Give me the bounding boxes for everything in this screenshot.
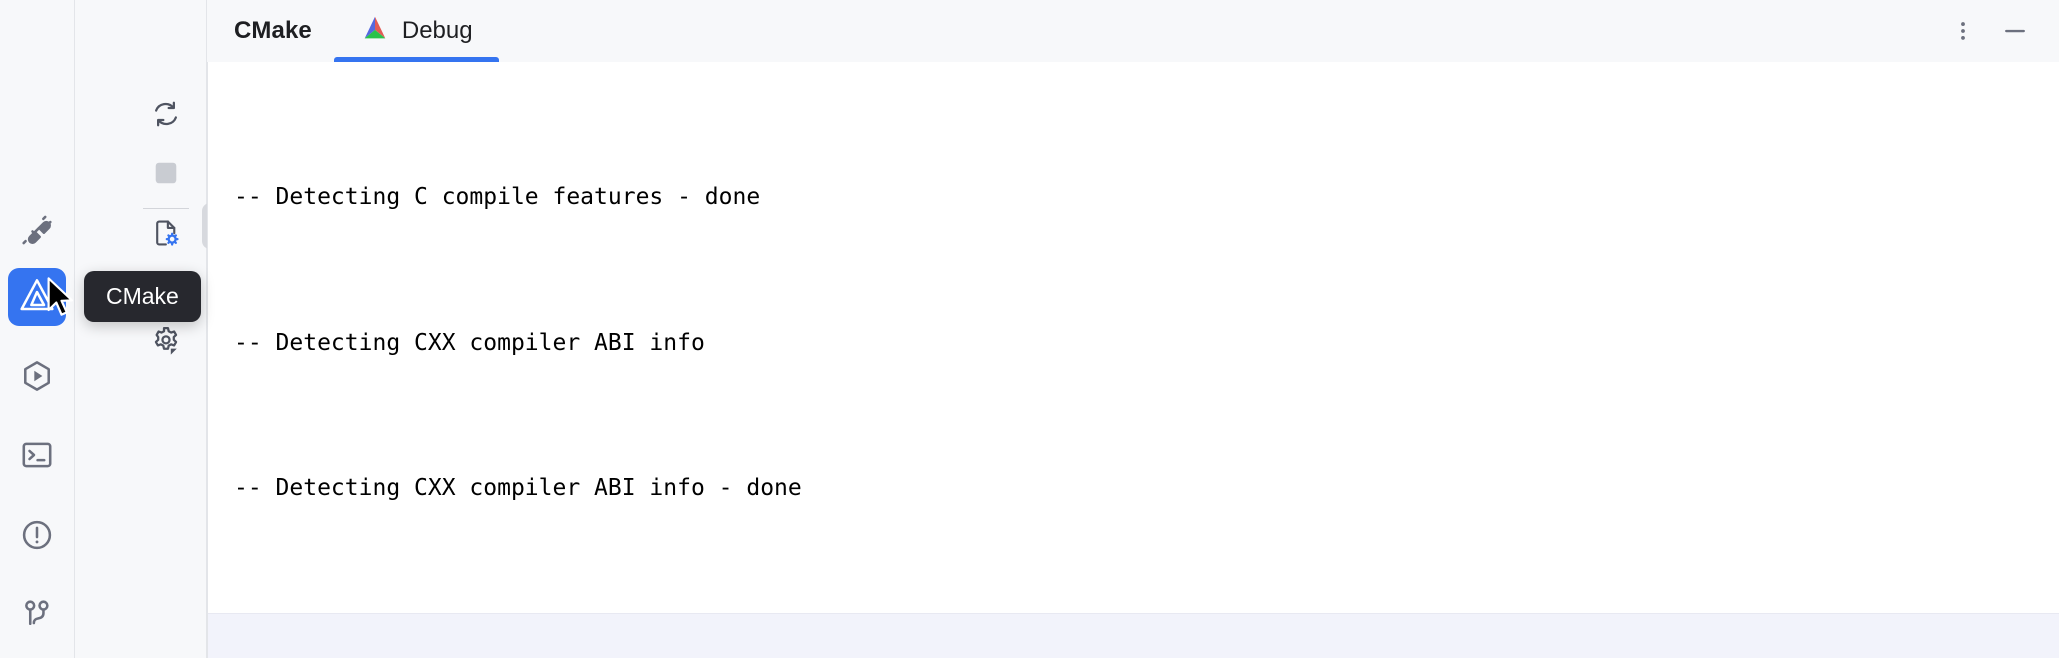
cmake-settings-file-button[interactable] — [143, 212, 189, 258]
sidebar-item-terminal[interactable] — [8, 428, 66, 486]
tab-active-indicator — [333, 57, 499, 62]
cmake-triangle-icon — [17, 275, 57, 320]
tool-window-stripe — [0, 0, 75, 658]
run-hexagon-icon — [18, 357, 56, 400]
page-title: CMake — [234, 17, 312, 44]
branch-icon — [19, 596, 55, 637]
refresh-icon — [150, 98, 182, 135]
rerun-cmake-button[interactable] — [143, 93, 189, 139]
plug-disconnected-icon — [19, 212, 55, 253]
tooltip-cmake: CMake — [84, 271, 201, 322]
exclamation-circle-icon — [19, 517, 55, 558]
stop-button[interactable] — [143, 152, 189, 198]
main-panel: CMake Debug — [207, 0, 2059, 658]
sidebar-item-plugins[interactable] — [8, 203, 66, 261]
console-output[interactable]: -- Detecting C compile features - done -… — [207, 62, 2059, 658]
stop-square-icon — [153, 160, 179, 191]
tab-debug[interactable]: Debug — [333, 0, 499, 62]
console-lines: -- Detecting C compile features - done -… — [208, 62, 2059, 658]
console-line: -- Detecting CXX compiler ABI info - don… — [234, 475, 802, 501]
more-options-button[interactable] — [1937, 5, 1989, 57]
cmake-triangle-icon — [360, 13, 390, 50]
tool-window-header: CMake Debug — [207, 0, 2059, 62]
gear-dropdown-icon — [149, 324, 183, 363]
console-line: -- Detecting C compile features - done — [234, 184, 761, 210]
minimize-button[interactable] — [1989, 5, 2041, 57]
console-line: -- Detecting CXX compiler ABI info — [234, 329, 705, 356]
sidebar-item-cmake[interactable] — [8, 268, 66, 326]
tab-label: Debug — [401, 17, 473, 44]
sidebar-item-problems[interactable] — [8, 508, 66, 566]
file-gear-icon — [150, 217, 182, 254]
console-footer-band — [208, 613, 2059, 658]
settings-button[interactable] — [143, 320, 189, 366]
sidebar-item-run[interactable] — [8, 349, 66, 407]
vertical-ellipsis-icon — [1961, 22, 1965, 40]
toolbar-separator — [143, 208, 189, 209]
header-actions — [1937, 0, 2059, 62]
sidebar-item-version-control[interactable] — [8, 587, 66, 645]
terminal-icon — [19, 437, 55, 478]
console-toolbar — [75, 0, 248, 658]
minimize-icon — [2005, 29, 2025, 33]
